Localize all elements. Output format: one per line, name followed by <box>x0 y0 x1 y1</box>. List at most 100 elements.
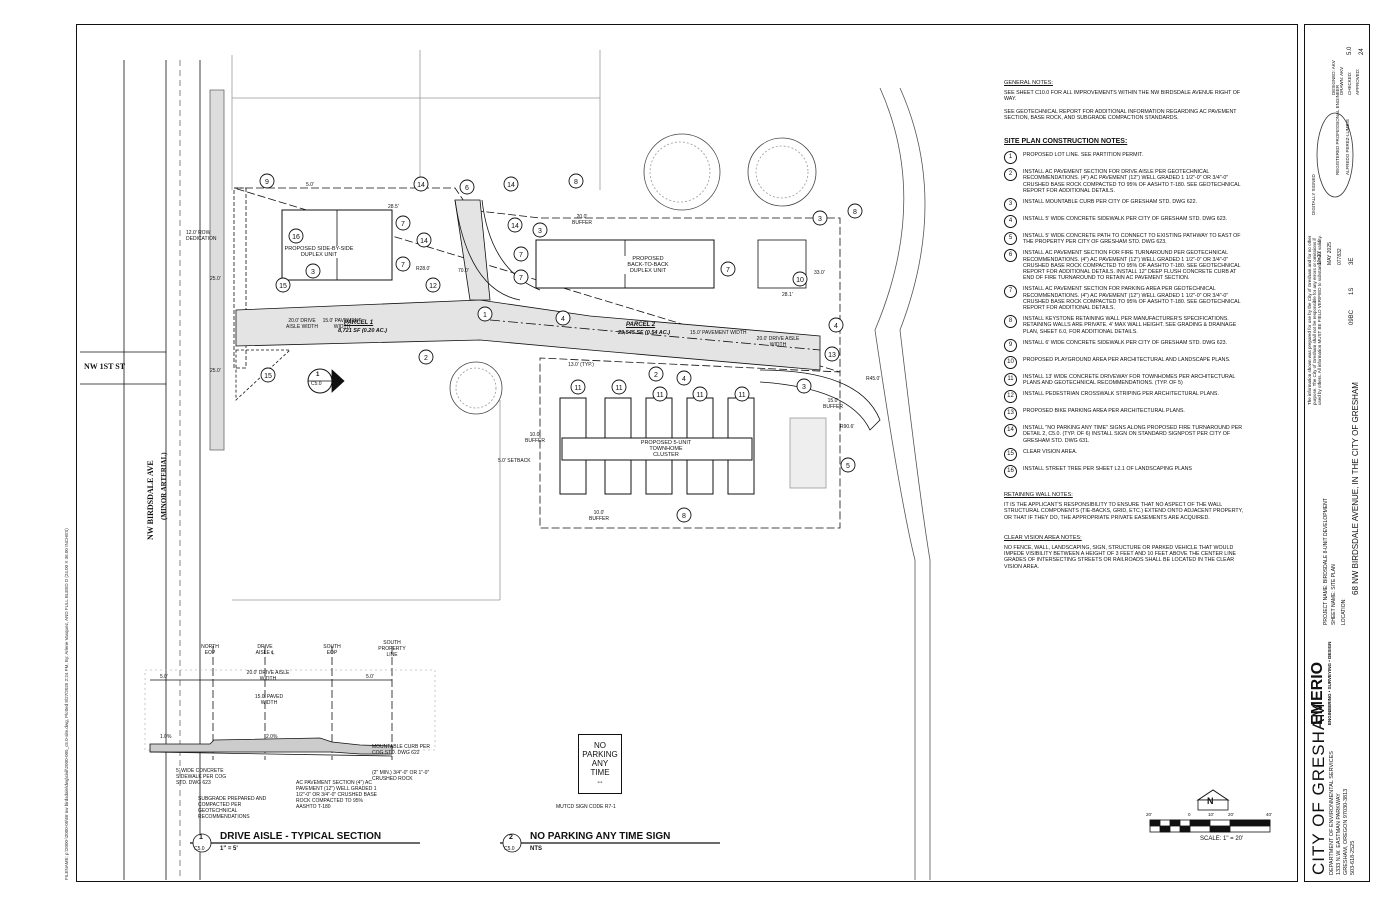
sheet-total: 24 <box>1359 48 1365 55</box>
dim-28-5: 28.5' <box>388 204 399 210</box>
callout-subgrade: SUBGRADE PREPARED AND COMPACTED PER GEOT… <box>198 796 267 820</box>
svg-text:11: 11 <box>738 392 745 399</box>
row-dedication-label: 12.0' ROW DEDICATION <box>186 230 217 242</box>
parcel-2-area: 23,545 SF (0.54 AC.) <box>618 330 671 336</box>
dim-28-1: 28.1' <box>782 292 793 298</box>
dim-33: 33.0' <box>814 270 825 276</box>
keynote-bubble: 11 <box>652 386 668 402</box>
construction-note-number: 3 <box>1004 198 1017 212</box>
construction-note-text: INSTALL PEDESTRIAN CROSSWALK STRIPING PE… <box>1023 391 1219 398</box>
detail1-sheet: C5.0 <box>194 846 205 852</box>
keynote-bubble: 5 <box>840 457 856 473</box>
keynote-bubble: 1 <box>477 306 493 322</box>
detail2-number: 2 <box>509 834 513 841</box>
detail2-sheet: C5.0 <box>504 846 515 852</box>
callout-rock: (2" MIN.) 3/4"-0" OR 1"-0" CRUSHED ROCK <box>372 770 430 782</box>
project-name: PROJECT NAME: BIRDSDALE 8-UNIT DEVELOPME… <box>1323 498 1329 625</box>
clear-vision-note: NO FENCE, WALL, LANDSCAPING, SIGN, STRUC… <box>1004 544 1237 570</box>
keynote-bubble: 11 <box>734 386 750 402</box>
construction-note-number: 12 <box>1004 390 1017 404</box>
keynote-bubble: 8 <box>847 203 863 219</box>
construction-note-number: 13 <box>1004 407 1017 421</box>
keynote-bubble: 12 <box>425 277 441 293</box>
construction-note-text: INSTALL 13' WIDE CONCRETE DRIVEWAY FOR T… <box>1023 373 1236 387</box>
keynote-bubble: 8 <box>568 173 584 189</box>
date-value: MAY 2025 <box>1327 242 1333 265</box>
section-ref-number: 1 <box>316 372 320 378</box>
parcel-1-area: 8,721 SF (0.20 AC.) <box>338 328 388 334</box>
svg-text:2: 2 <box>654 372 658 379</box>
drawing-sheet-border <box>76 24 1298 882</box>
keynote-bubble: 16 <box>288 228 304 244</box>
svg-text:11: 11 <box>696 392 703 399</box>
dept-phone: 503-618-2525 <box>1350 840 1356 875</box>
construction-note-number: 11 <box>1004 372 1017 386</box>
keynote-bubble: 11 <box>692 386 708 402</box>
drive-aisle-cl-label: DRIVE AISLE ℄ <box>255 644 275 656</box>
svg-text:6: 6 <box>465 185 469 192</box>
drive-aisle-width-label-2: 20.0' DRIVE AISLE WIDTH <box>756 336 800 348</box>
svg-text:11: 11 <box>574 385 581 392</box>
dim-25-b: 25.0' <box>210 368 221 374</box>
notes-panel: GENERAL NOTES: SEE SHEET C10.0 FOR ALL I… <box>1004 80 1244 576</box>
construction-note-number: 9 <box>1004 338 1017 352</box>
street-label-birdsdale: NW BIRDSDALE AVE <box>146 460 155 540</box>
slope-2-label: 2.0% <box>266 734 278 740</box>
svg-text:7: 7 <box>519 275 523 282</box>
svg-text:7: 7 <box>519 252 523 259</box>
detail2-scale: NTS <box>530 846 542 852</box>
dim-70: 70.0' <box>458 268 469 274</box>
svg-text:8: 8 <box>574 179 578 186</box>
keynote-bubble: 14 <box>507 217 523 233</box>
scale-text: SCALE: 1" = 20' <box>1200 836 1244 842</box>
section-value: 09BC <box>1349 309 1355 325</box>
construction-note-number: 1 <box>1004 151 1017 165</box>
dept-name: DEPARTMENT OF ENVIRONMENTAL SERVICES <box>1329 751 1335 875</box>
south-eop-label: SOUTH EOP <box>323 644 341 656</box>
keynote-bubble: 3 <box>812 210 828 226</box>
dim-r45: R45.0' <box>866 376 881 382</box>
construction-note-text: INSTALL 5' WIDE CONCRETE SIDEWALK PER CI… <box>1023 216 1228 223</box>
sheet-number: 5.0 <box>1347 46 1353 55</box>
section-aisle-width: 20.0' DRIVE AISLE WIDTH <box>246 670 290 682</box>
keynote-bubble: 7 <box>395 215 411 231</box>
parcel-2-name: PARCEL 2 <box>626 322 656 328</box>
file-path: FILENAME: p:\2000-\2000-05\68 nw birdsda… <box>64 528 69 880</box>
construction-note-text: INSTALL "NO PARKING ANY TIME" SIGNS ALON… <box>1023 425 1243 444</box>
drawn-by: DRAWN: AKV <box>1339 66 1344 95</box>
svg-text:14: 14 <box>417 182 425 189</box>
typ-13-label: 13.0' (TYP.) <box>568 362 594 368</box>
dim-5: 5.0' <box>306 182 314 188</box>
construction-note-number: 16 <box>1004 464 1017 478</box>
construction-note-text: PROPOSED BIKE PARKING AREA PER ARCHITECT… <box>1023 408 1185 415</box>
double-arrow-icon: ⇔ <box>596 777 604 786</box>
svg-text:8: 8 <box>682 513 686 520</box>
keynote-bubble: 7 <box>513 246 529 262</box>
svg-text:14: 14 <box>511 223 519 230</box>
dept-addr-1: 1333 N.W. EASTMAN PARKWAY <box>1336 793 1342 875</box>
keynote-bubble: 10 <box>792 271 808 287</box>
keynote-bubble: 15 <box>260 367 276 383</box>
firm-logo: EMERIO <box>1309 661 1326 725</box>
project-no-value: 077832 <box>1337 248 1343 265</box>
construction-note-text: INSTALL 6' WIDE CONCRETE SIDEWALK PER CI… <box>1023 339 1228 346</box>
pavement-width-label-2: 15.0' PAVEMENT WIDTH <box>690 330 747 336</box>
keynote-bubble: 13 <box>824 346 840 362</box>
dim-25-a: 25.0' <box>210 276 221 282</box>
svg-text:8: 8 <box>853 209 857 216</box>
svg-text:15: 15 <box>264 373 272 380</box>
construction-note: 13 PROPOSED BIKE PARKING AREA PER ARCHITE… <box>1004 407 1244 421</box>
construction-note-text: INSTALL STREET TREE PER SHEET L2.1 OF LA… <box>1023 465 1192 472</box>
svg-text:16: 16 <box>292 234 300 241</box>
north-eop-label: NORTH EOP <box>201 644 219 656</box>
section-dim-5a: 5.0' <box>160 674 168 680</box>
section-dim-5b: 5.0' <box>366 674 374 680</box>
sign-line-4: TIME <box>590 768 610 777</box>
keynote-bubble: 11 <box>570 379 586 395</box>
